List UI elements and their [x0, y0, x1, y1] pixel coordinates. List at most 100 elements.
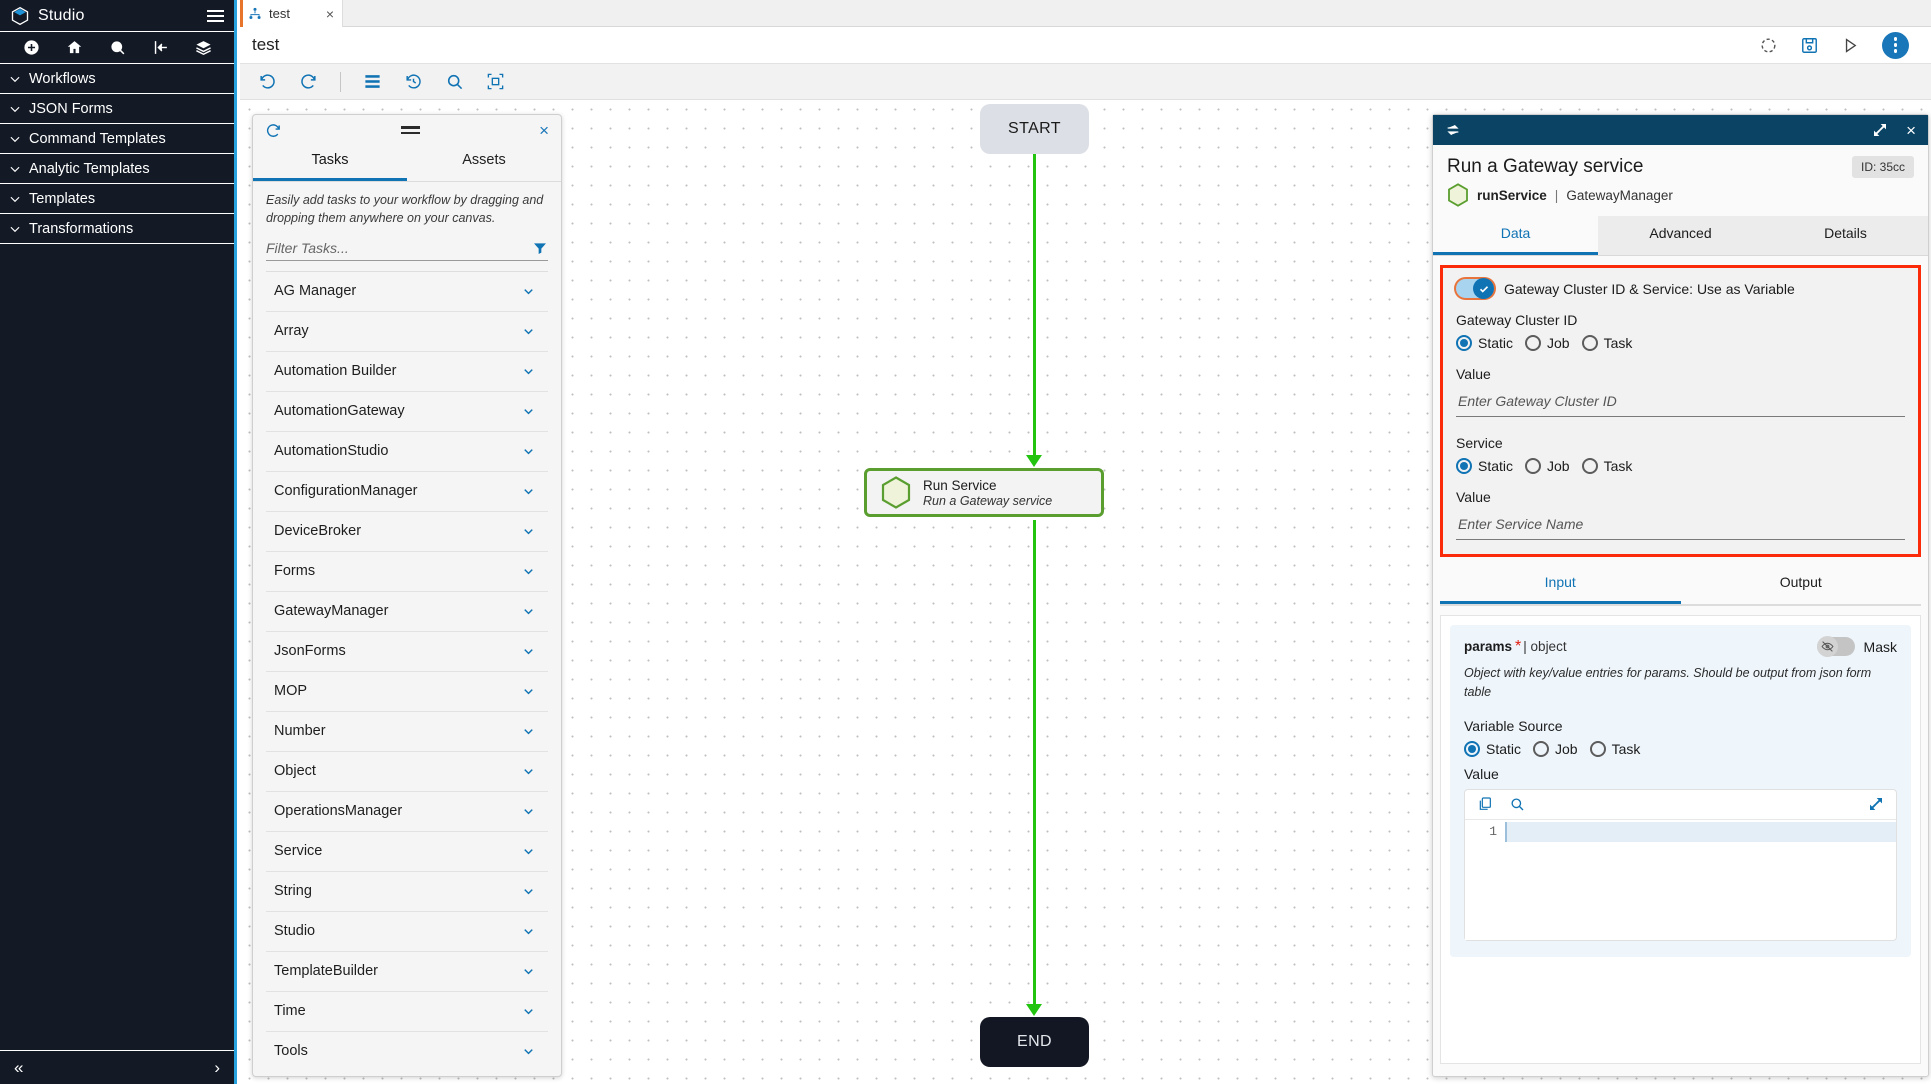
chevron-down-icon[interactable] [521, 444, 536, 459]
radio-params-static[interactable]: Static [1464, 740, 1521, 757]
sidebar-item-analytic-templates[interactable]: Analytic Templates [0, 154, 234, 184]
chevron-down-icon[interactable] [521, 404, 536, 419]
tab-test[interactable]: test × [240, 0, 343, 27]
close-icon[interactable]: × [325, 5, 334, 22]
list-item[interactable]: Forms [266, 552, 548, 592]
chevron-down-icon[interactable] [521, 284, 536, 299]
sidebar-item-command-templates[interactable]: Command Templates [0, 124, 234, 154]
chevron-down-icon[interactable] [521, 364, 536, 379]
list-item[interactable]: Object [266, 752, 548, 792]
kebab-menu-icon[interactable] [1882, 31, 1909, 59]
panel-drag-handle[interactable] [401, 126, 421, 134]
chevron-down-icon[interactable] [521, 604, 536, 619]
zoom-icon[interactable] [445, 72, 464, 91]
chevron-down-icon[interactable] [521, 764, 536, 779]
radio-cluster-job[interactable]: Job [1525, 335, 1570, 351]
node-run-service[interactable]: Run Service Run a Gateway service [864, 468, 1104, 517]
list-item[interactable]: DeviceBroker [266, 512, 548, 552]
gateway-cluster-id-input[interactable] [1456, 389, 1905, 417]
home-icon[interactable] [66, 39, 83, 56]
mask-toggle[interactable] [1816, 636, 1855, 657]
sidebar-item-json-forms[interactable]: JSON Forms [0, 94, 234, 124]
collapse-all-icon[interactable]: « [14, 1057, 24, 1077]
list-item[interactable]: Tools [266, 1032, 548, 1064]
layers-icon[interactable] [195, 39, 212, 56]
add-icon[interactable] [23, 39, 40, 56]
chevron-down-icon[interactable] [521, 964, 536, 979]
input-content[interactable]: params * | object Mask Object with key/v… [1440, 615, 1921, 1064]
list-item[interactable]: GatewayManager [266, 592, 548, 632]
list-item[interactable]: AG Manager [266, 272, 548, 312]
chevron-down-icon[interactable] [521, 924, 536, 939]
task-list[interactable]: AG Manager Array Automation Builder Auto… [266, 270, 548, 1064]
use-as-variable-toggle[interactable] [1456, 278, 1494, 299]
expand-editor-icon[interactable] [1868, 796, 1884, 812]
hamburger-menu-icon[interactable] [207, 9, 224, 22]
sidebar-item-workflows[interactable]: Workflows [0, 64, 234, 94]
tab-advanced[interactable]: Advanced [1649, 225, 1712, 241]
sidebar-item-transformations[interactable]: Transformations [0, 214, 234, 244]
radio-service-static[interactable]: Static [1456, 458, 1513, 474]
tab-input[interactable]: Input [1440, 566, 1681, 604]
chevron-down-icon[interactable] [521, 844, 536, 859]
search-icon[interactable] [1509, 796, 1525, 812]
expand-sidebar-icon[interactable]: › [214, 1057, 220, 1077]
tab-tasks[interactable]: Tasks [253, 145, 407, 181]
chevron-down-icon[interactable] [521, 1044, 536, 1059]
radio-service-task[interactable]: Task [1581, 458, 1632, 474]
list-item[interactable]: Time [266, 992, 548, 1032]
run-icon[interactable] [1841, 36, 1860, 55]
radio-cluster-static[interactable]: Static [1456, 335, 1513, 351]
chevron-down-icon[interactable] [521, 324, 536, 339]
list-item[interactable]: AutomationStudio [266, 432, 548, 472]
list-item[interactable]: Automation Builder [266, 352, 548, 392]
radio-service-job[interactable]: Job [1525, 458, 1570, 474]
swap-arrows-icon[interactable] [1445, 122, 1461, 138]
chevron-down-icon[interactable] [521, 884, 536, 899]
history-icon[interactable] [404, 72, 423, 91]
tab-details[interactable]: Details [1824, 225, 1867, 241]
expand-icon[interactable] [1872, 122, 1888, 138]
chevron-down-icon[interactable] [521, 644, 536, 659]
list-item[interactable]: OperationsManager [266, 792, 548, 832]
chevron-down-icon[interactable] [521, 724, 536, 739]
copy-icon[interactable] [1477, 796, 1493, 812]
chevron-down-icon[interactable] [521, 564, 536, 579]
filter-tasks-input[interactable] [266, 239, 522, 256]
chevron-down-icon[interactable] [521, 1004, 536, 1019]
service-name-input[interactable] [1456, 512, 1905, 540]
refresh-circle-icon[interactable] [1759, 36, 1778, 55]
save-icon[interactable] [1800, 36, 1819, 55]
fit-to-screen-icon[interactable] [486, 72, 505, 91]
list-item[interactable]: TemplateBuilder [266, 952, 548, 992]
node-end[interactable]: END [980, 1017, 1089, 1067]
tab-assets[interactable]: Assets [462, 152, 506, 168]
list-item[interactable]: AutomationGateway [266, 392, 548, 432]
list-item[interactable]: JsonForms [266, 632, 548, 672]
list-item[interactable]: Studio [266, 912, 548, 952]
list-item[interactable]: ConfigurationManager [266, 472, 548, 512]
list-item[interactable]: Service [266, 832, 548, 872]
filter-icon[interactable] [532, 240, 548, 256]
close-icon[interactable]: × [1906, 120, 1916, 140]
code-line[interactable] [1505, 821, 1896, 842]
editor-area[interactable]: 1 [1465, 819, 1896, 940]
list-item[interactable]: MOP [266, 672, 548, 712]
collapse-left-icon[interactable] [152, 39, 169, 56]
close-icon[interactable]: × [539, 120, 549, 140]
chevron-down-icon[interactable] [521, 684, 536, 699]
align-icon[interactable] [363, 72, 382, 91]
radio-params-job[interactable]: Job [1533, 740, 1578, 757]
tab-output[interactable]: Output [1779, 574, 1822, 590]
chevron-down-icon[interactable] [521, 484, 536, 499]
node-start[interactable]: START [980, 104, 1089, 154]
list-item[interactable]: Number [266, 712, 548, 752]
search-icon[interactable] [109, 39, 126, 56]
chevron-down-icon[interactable] [521, 804, 536, 819]
chevron-down-icon[interactable] [521, 524, 536, 539]
redo-icon[interactable] [299, 72, 318, 91]
sidebar-item-templates[interactable]: Templates [0, 184, 234, 214]
code-editor[interactable]: 1 [1464, 788, 1897, 941]
radio-cluster-task[interactable]: Task [1581, 335, 1632, 351]
tab-data[interactable]: Data [1433, 216, 1598, 255]
